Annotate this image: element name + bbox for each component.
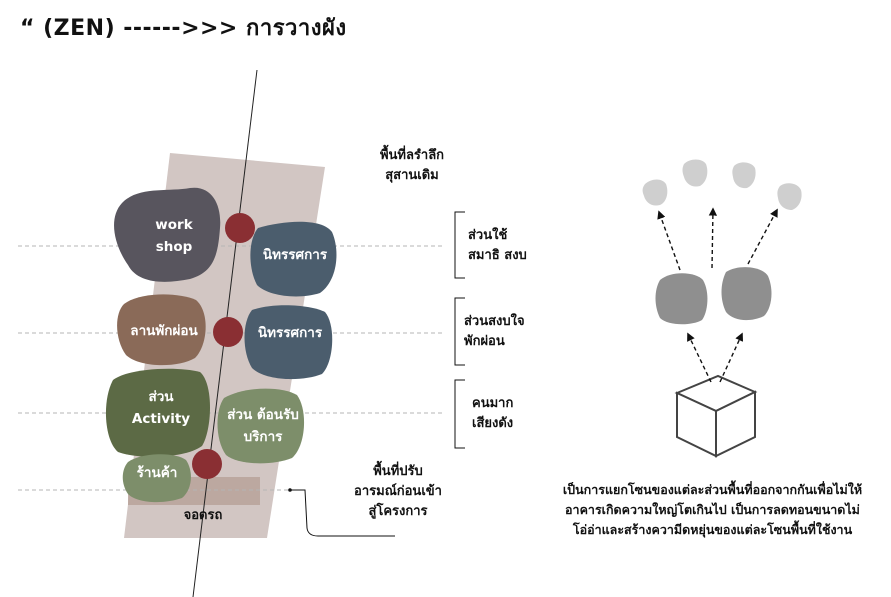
concept-note-line1: เป็นการแยกโซนของแต่ละส่วนพื้นที่ออกจากกั… [562, 482, 863, 497]
adjust-label: พื้นที่ปรับ อารมณ์ก่อนเข้า สู่โครงการ [338, 462, 458, 522]
busy-zone-label-line1: คนมาก [472, 396, 514, 411]
block-right [721, 267, 772, 321]
activity-label: ส่วน Activity [126, 386, 196, 430]
shop-label: ร้านค้า [136, 465, 178, 481]
adjust-label-line3: สู่โครงการ [368, 504, 428, 519]
concept-note: เป็นการแยกโซนของแต่ละส่วนพื้นที่ออกจากกั… [540, 480, 885, 540]
side-brackets [454, 211, 465, 449]
workshop-label: work shop [150, 214, 198, 258]
reception-label: ส่วน ต้อนรับ บริการ [222, 404, 304, 448]
workshop-label-line2: shop [155, 239, 193, 255]
piece-1 [642, 179, 668, 206]
calm-zone-label-line2: สมาธิ สงบ [468, 248, 527, 263]
relax-zone-label-line2: พักผ่อน [464, 334, 505, 349]
reception-label-line2: บริการ [243, 429, 283, 445]
piece-4 [777, 183, 802, 210]
workshop-label-line1: work [155, 217, 193, 233]
concept-note-line3: โอ่อ่าและสร้างความีดหยุ่นของแต่ละโซนพื้น… [572, 522, 853, 537]
adjust-label-line1: พื้นที่ปรับ [373, 464, 423, 479]
adjust-label-line2: อารมณ์ก่อนเข้า [354, 484, 442, 499]
piece-3 [732, 162, 756, 189]
relax-zone-label: ส่วนสงบใจ พักผ่อน [464, 312, 525, 352]
reception-zone [217, 388, 305, 464]
memorial-label-line2: สุสานเดิม [385, 168, 439, 183]
concept-note-line2: อาคารเกิดความใหญ่โตเกินไป เป็นการลดทอนขน… [565, 502, 860, 517]
workshop-zone [114, 187, 221, 282]
busy-zone-label: คนมาก เสียงดัง [472, 394, 513, 434]
calm-zone-label: ส่วนใช้ สมาธิ สงบ [468, 226, 527, 266]
activity-label-line2: Activity [131, 411, 191, 427]
block-left [655, 273, 708, 325]
rest-zone [117, 294, 206, 366]
nitat-label-2: นิทรรศการ [257, 325, 323, 341]
calm-zone-label-line1: ส่วนใช้ [468, 228, 508, 243]
busy-zone-label-line2: เสียงดัง [472, 416, 514, 431]
rest-label: ลานพักผ่อน [130, 323, 198, 339]
nitat-zone-1 [250, 221, 337, 297]
adjust-connector [290, 489, 395, 537]
shop-zone [122, 454, 191, 503]
piece-2 [682, 159, 708, 187]
reception-label-line1: ส่วน ต้อนรับ [227, 407, 299, 423]
memorial-label-line1: พื้นที่ลรำลึก [379, 148, 445, 163]
cube-icon [674, 374, 758, 458]
nitat-label-1: นิทรรศการ [262, 247, 328, 263]
activity-zone [105, 368, 210, 457]
parking-label: จอดรถ [183, 508, 223, 523]
nitat-zone-2 [244, 305, 333, 380]
activity-label-line1: ส่วน [148, 389, 174, 405]
node-1 [225, 213, 255, 243]
node-3 [192, 449, 222, 479]
concept-diagram [642, 159, 802, 458]
relax-zone-label-line1: ส่วนสงบใจ [464, 314, 525, 329]
node-2 [213, 317, 243, 347]
page-title: “ (ZEN) ------>>> การวางผัง [20, 16, 347, 41]
memorial-label: พื้นที่ลรำลึก สุสานเดิม [362, 146, 462, 186]
